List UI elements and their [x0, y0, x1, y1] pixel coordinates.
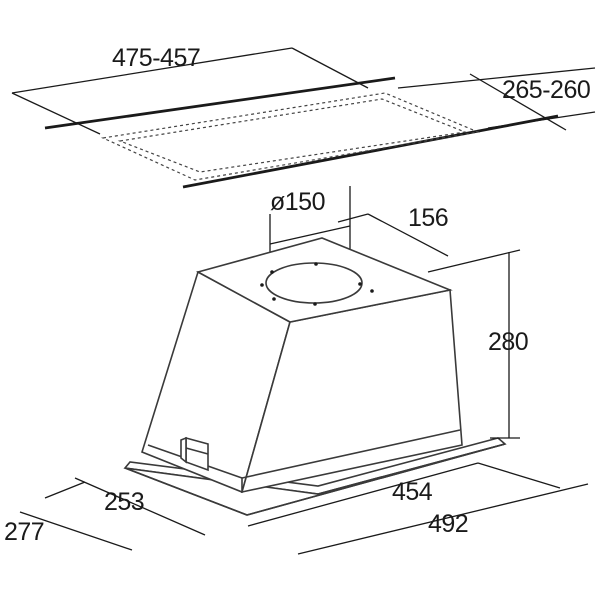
- depth-dimensions: 253 277: [4, 477, 206, 551]
- ceiling-line-upper: [44, 76, 396, 130]
- cutout-width-label: 475-457: [112, 44, 200, 72]
- frame-width-label: 492: [428, 510, 468, 538]
- front-lower-band: [241, 429, 461, 479]
- body-depth-dimension-line: [74, 477, 206, 536]
- outlet-offset-extension: [337, 213, 369, 223]
- hood-body: [123, 237, 507, 516]
- width-dimension-line: [11, 47, 293, 94]
- ceiling-line-lower: [182, 114, 559, 189]
- width-extension-line-right: [291, 47, 369, 89]
- mount-dot-icon: [260, 283, 264, 287]
- width-extension-line-left: [11, 92, 101, 135]
- width-dimensions: 454 492: [247, 462, 589, 555]
- mount-dot-icon: [370, 289, 374, 293]
- depth-extension-line-top: [397, 67, 596, 89]
- height-extension-top: [427, 249, 521, 273]
- flange-right-edge: [246, 443, 506, 516]
- mount-dot-icon: [314, 262, 318, 266]
- cutout-depth-label: 265-260: [502, 76, 590, 104]
- cutout-outline-outer: [100, 92, 481, 181]
- body-width-dimension-line: [247, 462, 479, 527]
- height-label: 280: [488, 328, 528, 356]
- body-depth-label: 253: [104, 488, 144, 516]
- flange-left-edge: [124, 467, 248, 516]
- depth-extension-line-bottom: [487, 111, 596, 129]
- mount-dot-icon: [313, 302, 317, 306]
- mount-dot-icon: [358, 282, 362, 286]
- outlet-offset-label: 156: [408, 204, 448, 232]
- outlet-diameter-dimension-line: [269, 225, 351, 245]
- mount-dot-icon: [272, 297, 276, 301]
- control-switch-icon: [180, 436, 209, 472]
- frame-depth-label: 277: [4, 518, 44, 546]
- body-depth-extension: [44, 481, 86, 499]
- outlet-ring-icon: [265, 262, 363, 304]
- body-width-extension: [477, 462, 561, 489]
- depth-dimension-line: [469, 73, 567, 131]
- mount-dot-icon: [270, 270, 274, 274]
- outlet-offset-dimension-line: [367, 213, 449, 257]
- body-width-label: 454: [392, 478, 433, 506]
- height-dimension: 280: [427, 249, 529, 439]
- outlet-dimensions: ø150 156: [269, 186, 449, 286]
- frame-width-dimension-line: [297, 483, 589, 555]
- ceiling-cutout-view: 475-457 265-260: [11, 44, 596, 189]
- cutout-outline-inner: [117, 98, 468, 173]
- outlet-diameter-label: ø150: [270, 188, 325, 216]
- frame-depth-dimension-line: [19, 511, 133, 551]
